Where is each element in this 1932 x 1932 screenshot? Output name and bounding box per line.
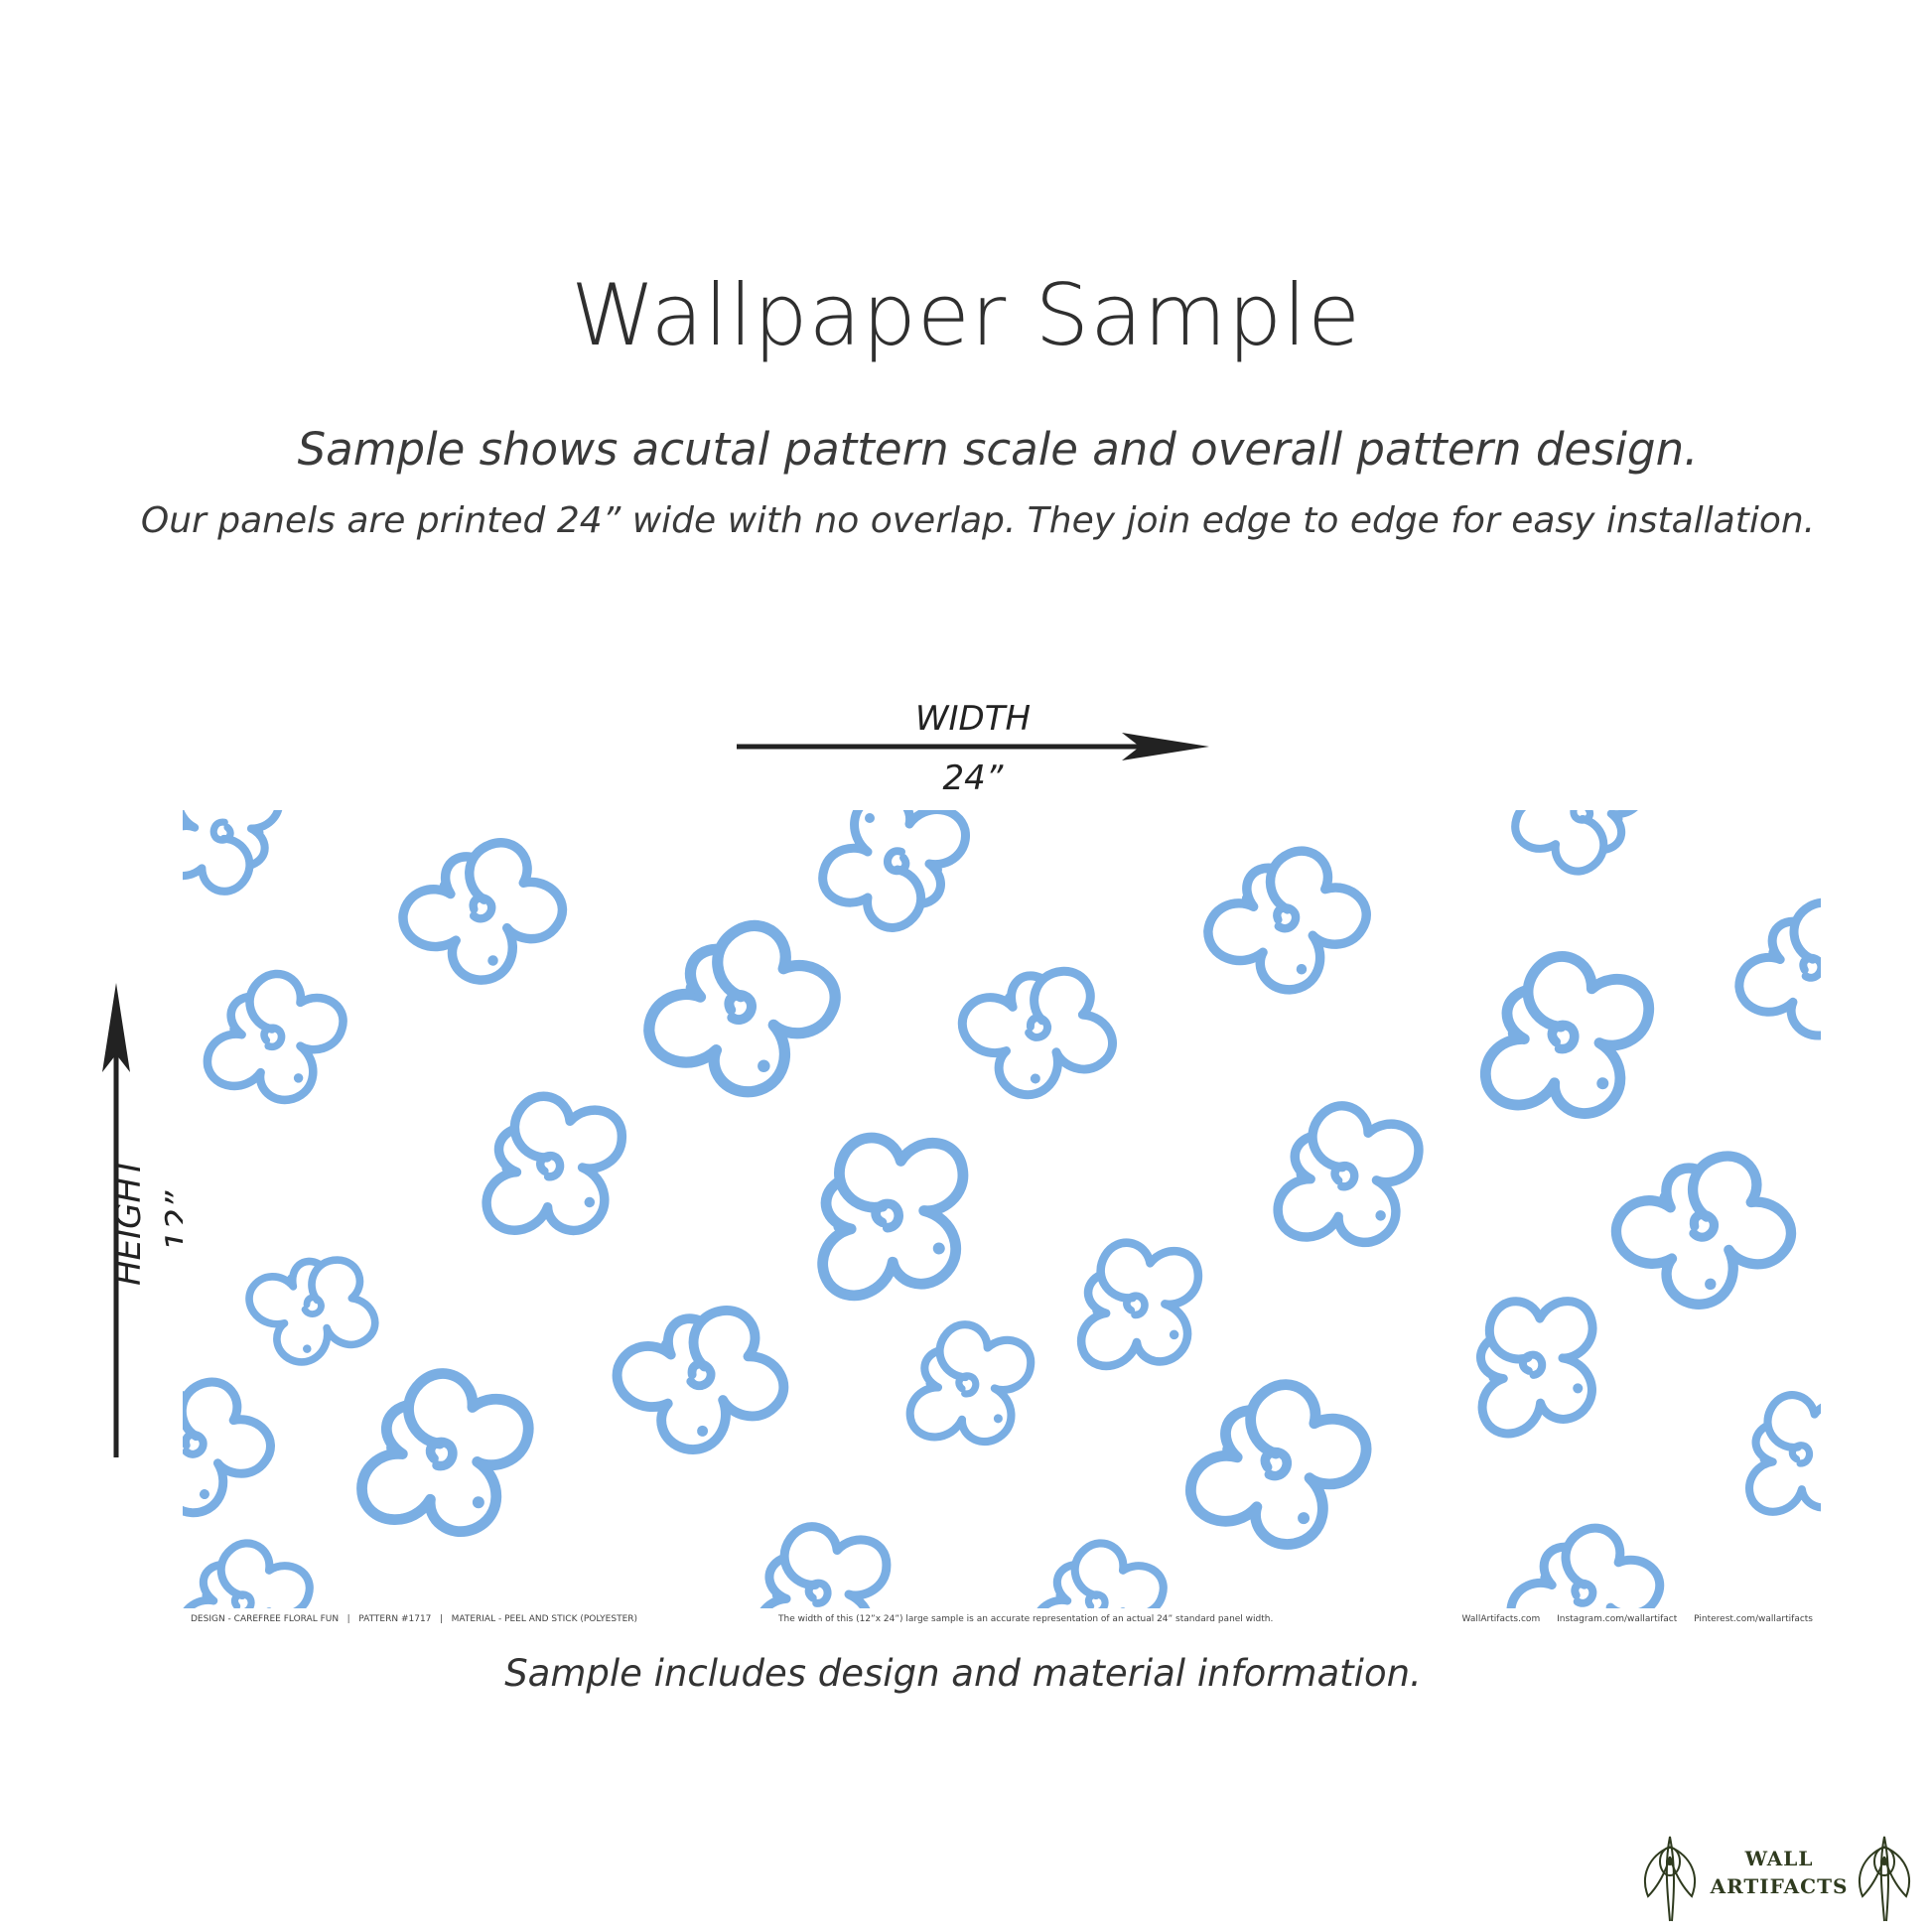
width-value: 24” <box>942 759 1004 798</box>
social-links: WallArtifacts.com Instagram.com/wallarti… <box>1449 1614 1813 1624</box>
flower-motifs <box>183 810 1821 1608</box>
floral-pattern <box>183 810 1821 1608</box>
height-arrowhead-icon <box>102 983 130 1072</box>
wall-artifacts-logo: WALL ARTIFACTS <box>1628 1817 1926 1926</box>
width-label: WIDTH <box>914 699 1032 739</box>
peacock-feather-icon <box>1644 1836 1910 1922</box>
width-arrowhead-icon <box>1122 733 1209 760</box>
instagram-link: Instagram.com/wallartifact <box>1557 1614 1678 1624</box>
wallpaper-sample <box>183 810 1821 1608</box>
height-label: HEIGHT <box>109 1157 149 1286</box>
sample-caption: Sample includes design and material info… <box>504 1652 1422 1695</box>
logo-line-wall: WALL <box>1744 1847 1814 1870</box>
pattern-number: PATTERN #1717 <box>358 1614 432 1624</box>
logo-line-artifacts: ARTIFACTS <box>1710 1874 1849 1898</box>
sample-info-bar: DESIGN - CAREFREE FLORAL FUN | PATTERN #… <box>183 1614 1821 1630</box>
design-info: DESIGN - CAREFREE FLORAL FUN | PATTERN #… <box>191 1614 638 1624</box>
pattern-scale-subtitle: Sample shows acutal pattern scale and ov… <box>297 423 1699 476</box>
website-link: WallArtifacts.com <box>1461 1614 1541 1624</box>
material-info: MATERIAL - PEEL AND STICK (POLYESTER) <box>451 1614 638 1624</box>
sample-disclaimer: The width of this (12”x 24”) large sampl… <box>778 1614 1274 1624</box>
pinterest-link: Pinterest.com/wallartifacts <box>1694 1614 1813 1624</box>
panel-width-note: Our panels are printed 24” wide with no … <box>140 500 1816 541</box>
logo-text: WALL ARTIFACTS <box>1710 1845 1849 1900</box>
design-name: DESIGN - CAREFREE FLORAL FUN <box>191 1614 340 1624</box>
page-title: Wallpaper Sample <box>571 266 1361 365</box>
